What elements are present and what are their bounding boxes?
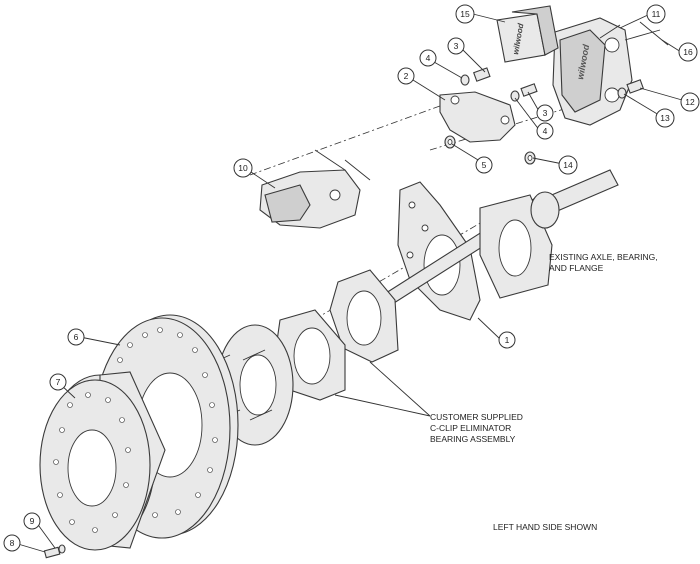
svg-text:4: 4 — [426, 53, 431, 63]
svg-text:11: 11 — [652, 9, 661, 19]
svg-text:9: 9 — [30, 516, 35, 526]
svg-text:1: 1 — [505, 335, 510, 345]
mounting-bolts — [460, 67, 644, 102]
callout-1: 1 — [498, 331, 516, 349]
axle-note-line1: EXISTING AXLE, BEARING, — [549, 252, 658, 262]
caliper-assembly-part-11: wilwood — [552, 17, 661, 126]
caliper-bracket-part-2 — [439, 91, 516, 143]
svg-text:4: 4 — [543, 126, 548, 136]
annotation-notes: EXISTING AXLE, BEARING, AND FLANGE CUSTO… — [430, 252, 658, 532]
callout-8: 8 — [3, 534, 21, 552]
callout-6: 6 — [67, 328, 85, 346]
axle-note-line2: AND FLANGE — [549, 263, 604, 273]
svg-text:5: 5 — [482, 160, 487, 170]
axle-flange — [479, 191, 560, 299]
svg-text:12: 12 — [685, 97, 695, 107]
parking-brake-caliper-part-10 — [259, 149, 371, 229]
callout-9: 9 — [23, 512, 41, 530]
callout-11: 11 — [646, 4, 666, 24]
svg-text:16: 16 — [683, 47, 693, 57]
callout-14: 14 — [558, 155, 578, 175]
callout-3a: 3 — [447, 37, 465, 55]
callout-16: 16 — [678, 42, 698, 62]
svg-text:2: 2 — [404, 71, 409, 81]
callout-5: 5 — [475, 156, 493, 174]
callout-leaders — [17, 13, 690, 553]
svg-text:14: 14 — [563, 160, 573, 170]
callout-10: 10 — [233, 158, 253, 178]
callout-4a: 4 — [419, 49, 437, 67]
callout-12: 12 — [680, 92, 700, 112]
spacer-washers — [444, 135, 536, 165]
callout-13: 13 — [655, 108, 675, 128]
callout-15: 15 — [455, 4, 475, 24]
svg-text:8: 8 — [10, 538, 15, 548]
svg-text:15: 15 — [460, 9, 470, 19]
svg-text:3: 3 — [543, 108, 548, 118]
callout-4b: 4 — [536, 122, 554, 140]
bearing-note-line3: BEARING ASSEMBLY — [430, 434, 516, 444]
bearing-note-line2: C-CLIP ELIMINATOR — [430, 423, 511, 433]
callout-7: 7 — [49, 373, 67, 391]
rotor-screw-part-8 — [43, 544, 66, 559]
side-note: LEFT HAND SIDE SHOWN — [493, 522, 597, 532]
svg-text:13: 13 — [660, 113, 670, 123]
callout-2: 2 — [397, 67, 415, 85]
brake-pads-part-15: wilwood — [496, 5, 559, 63]
callout-3b: 3 — [536, 104, 554, 122]
svg-text:3: 3 — [454, 41, 459, 51]
bearing-note-line1: CUSTOMER SUPPLIED — [430, 412, 523, 422]
callout-bubbles: 1 2 3 3 4 4 5 6 7 8 9 10 11 12 13 14 15 … — [3, 4, 700, 552]
svg-text:6: 6 — [74, 332, 79, 342]
svg-text:7: 7 — [56, 377, 61, 387]
drum-hat-part-7 — [39, 371, 166, 551]
drum-lug-holes — [53, 392, 131, 533]
svg-text:10: 10 — [238, 163, 248, 173]
